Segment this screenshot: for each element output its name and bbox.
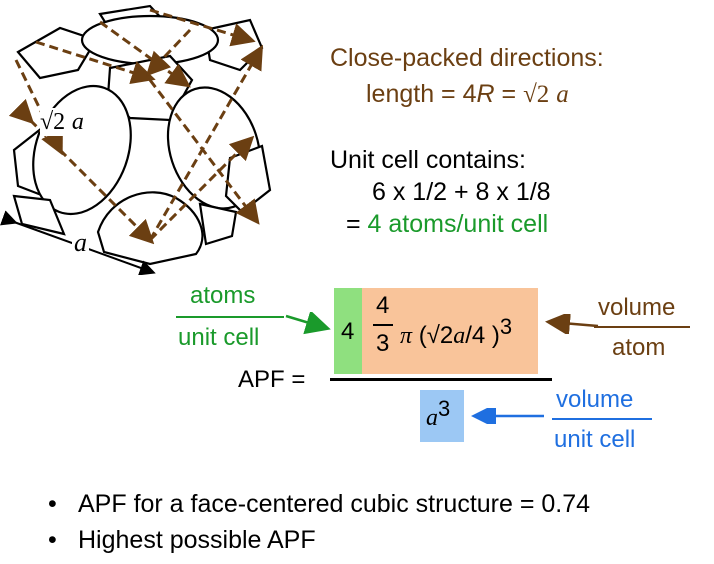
length-eq: = xyxy=(494,80,524,108)
pi-symbol: π xyxy=(400,323,413,349)
brown-arrow xyxy=(545,314,599,334)
denominator-expression: a3 xyxy=(426,396,450,432)
length-R: R xyxy=(476,80,495,108)
volume-exponent: 3 xyxy=(499,314,513,339)
unit-cell-calc: 6 x 1/2 + 8 x 1/8 xyxy=(372,178,551,206)
close-packed-direction-arrow xyxy=(145,28,192,77)
atom-count: 4 xyxy=(341,318,355,345)
close-packed-direction-arrow xyxy=(148,79,260,225)
close-packed-direction-arrow xyxy=(99,20,191,88)
denominator-a: a xyxy=(426,405,438,431)
unit-cell-result: = 4 atoms/unit cell xyxy=(346,210,548,239)
diagonal-label: √2 a xyxy=(40,108,84,136)
volume-fraction-denominator: 3 xyxy=(376,330,390,357)
denominator-exponent: 3 xyxy=(438,396,451,421)
volume-fraction-numerator: 4 xyxy=(376,292,390,319)
volume-fraction-bar xyxy=(373,324,393,326)
atoms-label: atoms xyxy=(190,282,256,309)
close-packed-direction-arrow xyxy=(148,135,255,242)
volume-paren: (√2 xyxy=(412,322,454,349)
atom-count-box xyxy=(334,288,362,374)
bullet-apf-fcc: APF for a face-centered cubic structure … xyxy=(78,490,591,518)
atom-top-left-corner xyxy=(16,26,98,80)
bullet-dot: • xyxy=(48,526,57,554)
diagonal-label-sqrt: √2 xyxy=(40,109,66,135)
apf-label: APF = xyxy=(238,366,306,393)
unit-cell-result-eq: = xyxy=(346,210,368,238)
volume-label-brown: volume xyxy=(598,294,676,321)
atom-bottom-right-corner xyxy=(198,202,238,246)
diagonal-label-var: a xyxy=(71,109,84,135)
unit-cell-result-value: 4 atoms/unit cell xyxy=(367,210,549,238)
length-a: a xyxy=(556,81,569,108)
apf-fraction-bar xyxy=(330,378,552,381)
edge-label: a xyxy=(72,228,89,258)
unit-cell-title: Unit cell contains: xyxy=(330,146,526,174)
close-packed-direction-arrow xyxy=(14,59,63,156)
volume-rest: /4 ) xyxy=(465,322,500,349)
close-packed-length: length = 4R = √2 a xyxy=(366,80,569,109)
volume-atom-fraction-bar xyxy=(594,326,690,328)
volume-label-blue: volume xyxy=(556,386,634,413)
blue-arrow xyxy=(471,408,544,424)
close-packed-direction-arrow xyxy=(148,44,264,241)
green-arrow xyxy=(285,312,331,335)
close-packed-title: Close-packed directions: xyxy=(330,44,604,72)
atom-label-brown: atom xyxy=(612,334,666,361)
unit-cell-volume-fraction-bar xyxy=(552,418,652,420)
unit-cell-label-green: unit cell xyxy=(178,324,260,351)
atom-volume-box xyxy=(362,288,538,374)
length-prefix: length = 4 xyxy=(366,80,477,108)
bullet-dot: • xyxy=(48,490,57,518)
length-sqrt: √2 xyxy=(523,81,550,108)
close-packed-direction-arrow xyxy=(149,8,256,47)
unit-cell-volume-box xyxy=(420,390,464,442)
atoms-fraction-bar xyxy=(176,316,284,318)
volume-expression: π (√2a/4 )3 xyxy=(400,314,512,350)
close-packed-direction-arrow xyxy=(35,40,156,85)
fcc-unit-cell-figure xyxy=(0,4,272,275)
volume-a: a xyxy=(453,323,466,349)
bullet-highest-apf: Highest possible APF xyxy=(78,526,316,554)
unit-cell-label-blue: unit cell xyxy=(554,426,636,453)
